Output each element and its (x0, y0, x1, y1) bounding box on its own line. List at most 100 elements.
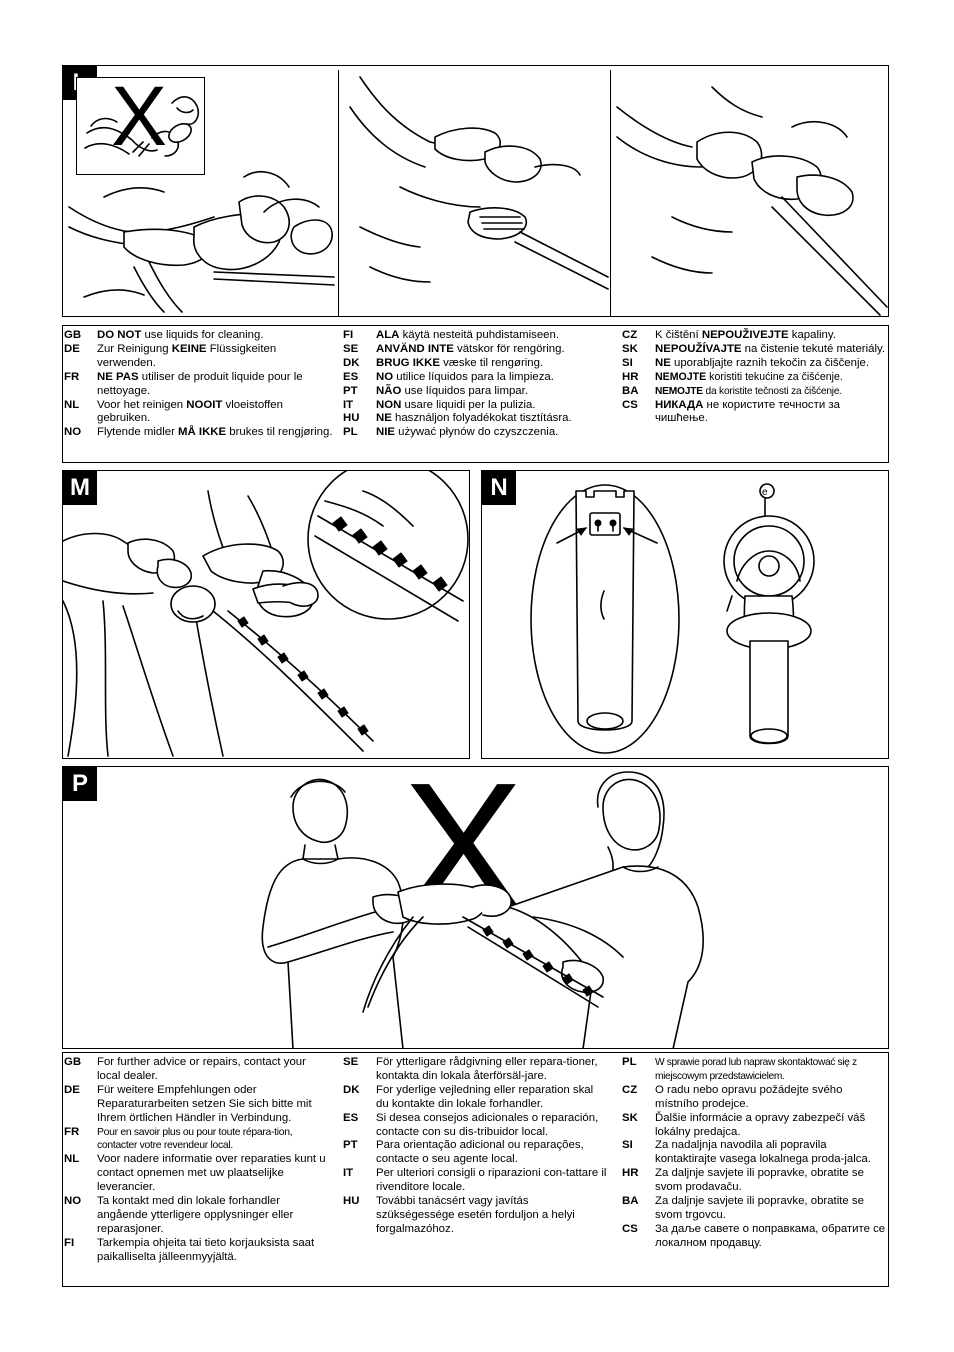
lang-code: HU (343, 412, 360, 425)
lang-code: HR (622, 1167, 639, 1180)
cleaning-instruction: Zur Reinigung KEINE Flüssigkeiten verwen… (97, 342, 277, 369)
cleaning-instruction: BRUG IKKE væske til rengøring. (376, 356, 544, 369)
cleaning-instruction: NE használjon folyadékokat tisztításra. (376, 412, 572, 425)
lang-code: FR (64, 1125, 80, 1138)
prohibited-x-mark: X (111, 77, 168, 163)
advice-instruction: Para orientação adicional ou reparações,… (376, 1139, 584, 1166)
lang-code: DK (343, 1083, 360, 1096)
cleaning-instruction: ALA käytä nesteitä puhdistamiseen. (376, 329, 559, 341)
cleaning-instruction: NEMOJTE koristiti tekućine za čišćenje. (655, 370, 843, 383)
lang-code: BA (622, 1195, 639, 1208)
advice-row-fi: FI Tarkempia ohjeita tai tieto korjauksis… (64, 1237, 329, 1265)
pouring-hands-illustration (84, 96, 200, 157)
gloved-hands-trimmer-illustration (616, 86, 888, 316)
cleaning-instruction: NIE używać płynów do czyszczenia. (376, 426, 559, 439)
lang-code: BA (622, 384, 639, 397)
lang-code: PT (343, 1139, 358, 1152)
lang-code: DK (343, 356, 360, 369)
advice-row-fr: FR Pour en savoir plus ou pour toute répa… (64, 1126, 329, 1154)
cleaning-row-dk: DK BRUG IKKE væske til rengøring. (343, 357, 608, 371)
lang-code: IT (343, 398, 354, 411)
cleaning-row-hr: HR NEMOJTE koristiti tekućine za čišćenje… (622, 371, 886, 385)
lang-code: CS (622, 1222, 638, 1235)
advice-instruction: Per ulteriori consigli o riparazioni con… (376, 1167, 607, 1194)
lang-code: SK (622, 1111, 638, 1124)
lang-code: ES (343, 370, 359, 383)
cleaning-instruction: Voor het reinigen NOOIT vloeistoffen geb… (97, 398, 283, 425)
advice-instruction: For yderlige vejledning eller reparation… (376, 1083, 594, 1110)
lang-code: HR (622, 370, 639, 383)
advice-row-dk: DK For yderlige vejledning eller reparati… (343, 1084, 608, 1112)
wall-mount-illustration: e (530, 483, 815, 754)
lang-code: PT (343, 384, 358, 397)
advice-instruction: Pour en savoir plus ou pour toute répara… (97, 1126, 293, 1152)
advice-instruction: Voor nadere informatie over reparaties k… (97, 1153, 326, 1194)
lang-code: DE (64, 1083, 80, 1096)
lang-code: NL (64, 1153, 80, 1166)
panel-n-badge: N (482, 471, 516, 505)
cleaning-row-nl: NL Voor het reinigen NOOIT vloeistoffen g… (64, 399, 334, 427)
lang-code: PL (622, 1056, 637, 1068)
advice-row-hr: HR Za daljnje savjete ili popravke, obrat… (622, 1167, 886, 1195)
lang-code: NL (64, 398, 80, 411)
cleaning-instruction: NON usare liquidi per la pulizia. (376, 398, 536, 411)
no-liquid-inset: X (76, 77, 205, 175)
advice-instruction: Za daljnje savjete ili popravke, obratit… (655, 1167, 864, 1194)
advice-row-hu: HU További tanácsért vagy javítás szükség… (343, 1195, 608, 1237)
cleaning-row-fi: FI ALA käytä nesteitä puhdistamiseen. (343, 329, 608, 343)
lang-code: FR (64, 370, 80, 383)
panel-l-divider-2 (610, 70, 611, 317)
advice-instruction: További tanácsért vagy javítás szükséges… (376, 1195, 575, 1235)
advice-instruction: Tarkempia ohjeita tai tieto korjauksista… (97, 1236, 315, 1263)
lang-code: SI (622, 1139, 633, 1152)
oiling-blade-illustration (63, 471, 469, 757)
advice-instruction: Ta kontakt med din lokale forhandler ang… (97, 1195, 294, 1235)
lang-code: IT (343, 1167, 354, 1180)
advice-instruction: За даље савете о поправкама, обратите се… (655, 1222, 886, 1249)
cleaning-instruction: K čištění NEPOUŽIVEJTE kapaliny. (655, 329, 836, 341)
cleaning-instruction: NEMOJTE da koristite tečnosti za čišćenj… (655, 385, 842, 397)
advice-row-pt: PT Para orientação adicional ou reparaçõe… (343, 1139, 608, 1167)
lang-code: NO (64, 1195, 82, 1208)
advice-row-no: NO Ta kontakt med din lokale forhandler a… (64, 1195, 329, 1237)
lang-code: HU (343, 1195, 360, 1208)
lang-code: SE (343, 342, 359, 355)
brushing-blade-illustration (349, 76, 609, 290)
advice-row-nl: NL Voor nadere informatie over reparaties… (64, 1153, 329, 1195)
cleaning-instruction: Flytende midler MÅ IKKE brukes til rengj… (97, 426, 333, 439)
lang-code: CZ (622, 1083, 638, 1096)
cleaning-row-it: IT NON usare liquidi per la pulizia. (343, 399, 608, 413)
panel-l-divider-1 (338, 70, 339, 317)
lang-code: FI (64, 1236, 75, 1249)
cleaning-row-ba: BA NEMOJTE da koristite tečnosti za čišće… (622, 385, 886, 399)
handing-over-trimmer-illustration (261, 771, 704, 1048)
advice-instruction: For further advice or repairs, contact y… (97, 1056, 306, 1082)
panel-p-badge: P (63, 767, 97, 801)
lang-code: SK (622, 342, 638, 355)
panel-n-illustration: N e (481, 470, 889, 759)
lang-code: FI (343, 329, 354, 341)
